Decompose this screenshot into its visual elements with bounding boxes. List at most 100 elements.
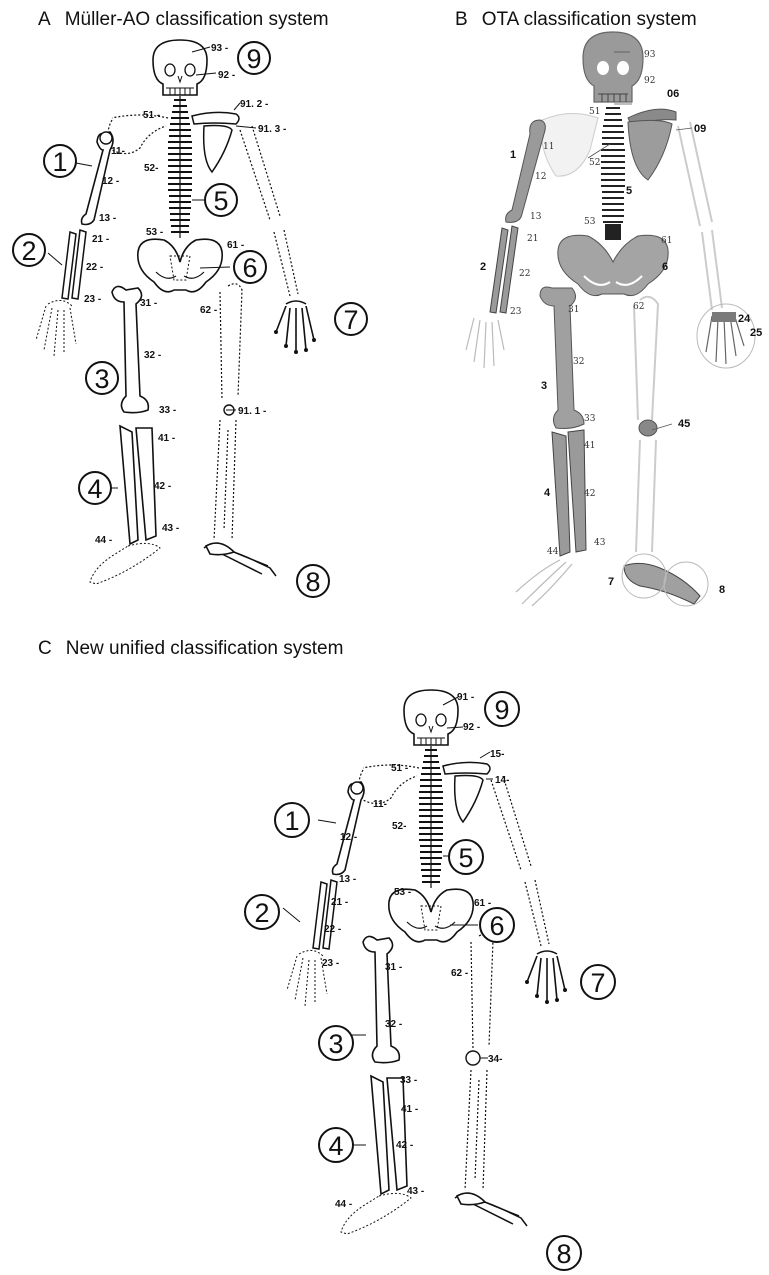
panel-b-code-2: 2 xyxy=(480,261,486,273)
panel-a-code-52: 52- xyxy=(144,163,158,174)
panel-a-code-53: 53 - xyxy=(146,227,163,238)
panel-a-circle-2-text: 2 xyxy=(21,236,36,266)
panel-b-code-44: 44 xyxy=(547,547,559,557)
panel-b-code-3: 3 xyxy=(541,380,547,392)
panel-c-code-33: 33 - xyxy=(400,1075,417,1086)
panel-a-code-32: 32 - xyxy=(144,350,161,361)
panel-b-code-1: 1 xyxy=(510,149,516,161)
panel-c-circle-1-text: 1 xyxy=(284,806,299,836)
panel-b-skeleton xyxy=(466,32,755,606)
panel-a-skeleton xyxy=(36,40,316,584)
panel-c-code-12: 12 - xyxy=(340,832,357,843)
panel-a-code-31: 31 - xyxy=(140,298,157,309)
panel-a-circle-7: 7 xyxy=(335,303,367,335)
panel-b-code-42: 42 xyxy=(584,489,595,499)
panel-b-code-25: 25 xyxy=(750,327,762,339)
panel-b-code-23: 23 xyxy=(510,307,522,317)
panel-a-circle-8-text: 8 xyxy=(305,567,320,597)
panel-c-circle-2: 2 xyxy=(245,895,279,929)
panel-a-circle-4-text: 4 xyxy=(87,474,102,504)
panel-b-code-21: 21 xyxy=(527,234,538,244)
panel-a-code-41: 41 - xyxy=(158,433,175,444)
panel-a-circle-4: 4 xyxy=(79,472,111,504)
panel-b-code-09: 09 xyxy=(694,123,706,135)
panel-b-code-06: 06 xyxy=(667,88,679,100)
panel-a-code-44: 44 - xyxy=(95,535,112,546)
panel-b-code-92: 92 xyxy=(644,76,655,86)
panel-c-circle-6: 6 xyxy=(480,908,514,942)
panel-b-code-12: 12 xyxy=(535,172,546,182)
panel-a-code-21: 21 - xyxy=(92,234,109,245)
panel-c-circle-8-text: 8 xyxy=(556,1239,571,1269)
panel-a-circle-3-text: 3 xyxy=(94,364,109,394)
panel-c-circle-9-text: 9 xyxy=(494,695,509,725)
panel-c-circle-5-text: 5 xyxy=(458,843,473,873)
panel-b-code-61: 61 xyxy=(661,236,672,246)
panel-b-code-52: 52 xyxy=(589,158,600,168)
panel-c-circle-4: 4 xyxy=(319,1128,353,1162)
panel-c-circle-1: 1 xyxy=(275,803,309,837)
panel-b-code-43: 43 xyxy=(594,538,606,548)
panel-c-patella xyxy=(466,1051,480,1065)
panel-a-code-13: 13 - xyxy=(99,213,116,224)
panel-a-circle-9: 9 xyxy=(238,42,270,74)
panel-a-circle-6: 6 xyxy=(234,251,266,283)
panel-a-circle-8: 8 xyxy=(297,565,329,597)
panel-a-code-43: 43 - xyxy=(162,523,179,534)
panel-c-code-13: 13 - xyxy=(339,874,356,885)
panel-a-code-91-3: 91. 3 - xyxy=(258,124,286,135)
panel-b-code-11: 11 xyxy=(543,142,554,152)
panel-c-circle-6-text: 6 xyxy=(489,911,504,941)
panel-b-code-5: 5 xyxy=(626,185,632,197)
panel-a-circle-9-text: 9 xyxy=(246,44,261,74)
panel-a-code-11: 11- xyxy=(111,146,125,157)
panel-a-circle-5-text: 5 xyxy=(213,186,228,216)
panel-a-code-91-1: 91. 1 - xyxy=(238,406,266,417)
panel-a-code-93: 93 - xyxy=(211,43,228,54)
panel-b-code-4: 4 xyxy=(544,487,551,499)
panel-c-code-61: 61 - xyxy=(474,898,491,909)
panel-a-circle-1: 1 xyxy=(44,145,76,177)
panel-b-code-24: 24 xyxy=(738,313,751,325)
panel-b-code-51: 51 xyxy=(589,107,600,117)
panel-c-code-21: 21 - xyxy=(331,897,348,908)
panel-a-code-51: 51 - xyxy=(143,110,160,121)
panel-b-code-32: 32 xyxy=(573,357,584,367)
panel-a-code-23: 23 - xyxy=(84,294,101,305)
panel-c-code-53: 53 - xyxy=(394,887,411,898)
panel-c-code-92: 92 - xyxy=(463,722,480,733)
panel-b-code-53: 53 xyxy=(584,217,596,227)
panel-c-circle-4-text: 4 xyxy=(328,1131,343,1161)
panel-c-code-14: 14- xyxy=(495,775,509,786)
panel-a-code-33: 33 - xyxy=(159,405,176,416)
panel-c-circle-3-text: 3 xyxy=(328,1029,343,1059)
panel-b-code-13: 13 xyxy=(530,212,542,222)
panel-b-code-6: 6 xyxy=(662,261,668,273)
panel-a-code-92: 92 - xyxy=(218,70,235,81)
panel-a-code-12: 12 - xyxy=(102,176,119,187)
panel-a-code-61: 61 - xyxy=(227,240,244,251)
panel-c-circle-8: 8 xyxy=(547,1236,581,1270)
panel-a-code-91-2: 91. 2 - xyxy=(240,99,268,110)
panel-b-code-33: 33 xyxy=(584,414,596,424)
panel-c-code-51: 51 - xyxy=(391,763,408,774)
panel-a-circle-6-text: 6 xyxy=(242,253,257,283)
panel-c-circle-2-text: 2 xyxy=(254,898,269,928)
panel-a-circle-7-text: 7 xyxy=(343,305,358,335)
panel-c-circle-5: 5 xyxy=(449,840,483,874)
panel-a-code-62: 62 - xyxy=(200,305,217,316)
panel-c-code-62: 62 - xyxy=(451,968,468,979)
panel-c-code-31: 31 - xyxy=(385,962,402,973)
panel-c-circle-7: 7 xyxy=(581,965,615,999)
panel-c-circle-7-text: 7 xyxy=(590,968,605,998)
panel-c-code-41: 41 - xyxy=(401,1104,418,1115)
panel-a-circle-2: 2 xyxy=(13,234,45,266)
panel-c-code-44: 44 - xyxy=(335,1199,352,1210)
panel-b-code-93: 93 xyxy=(644,50,656,60)
panel-a-circle-1-text: 1 xyxy=(52,147,67,177)
panel-c-code-22: 22 - xyxy=(324,924,341,935)
panel-a-circle-3: 3 xyxy=(86,362,118,394)
panel-b-code-31: 31 xyxy=(568,305,579,315)
panel-c-code-32: 32 - xyxy=(385,1019,402,1030)
panel-c-circle-3: 3 xyxy=(319,1026,353,1060)
